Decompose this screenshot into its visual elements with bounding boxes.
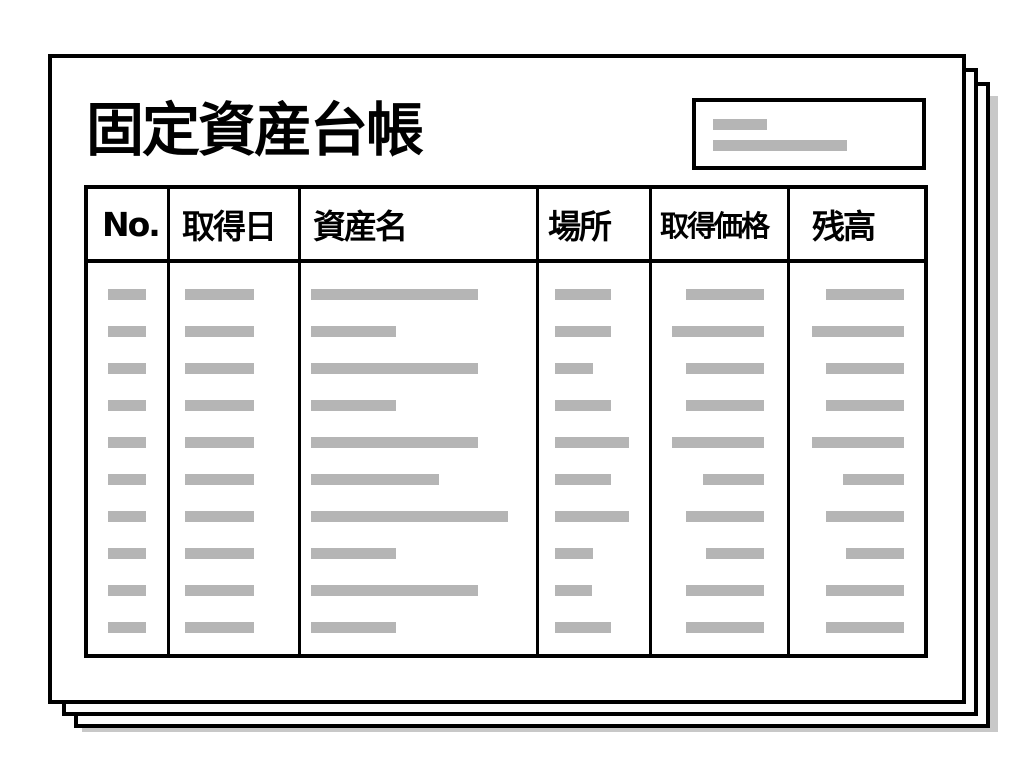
- column-divider: [167, 189, 170, 654]
- cell-placeholder-no: [108, 363, 146, 374]
- cell-placeholder-no: [108, 437, 146, 448]
- header-balance: 残高: [812, 207, 876, 246]
- cell-placeholder-name: [311, 548, 396, 559]
- cell-placeholder-balance: [826, 289, 904, 300]
- cell-placeholder-price: [706, 548, 764, 559]
- info-line-placeholder: [713, 119, 767, 130]
- header-location: 場所: [548, 207, 612, 246]
- cell-placeholder-price: [686, 363, 764, 374]
- cell-placeholder-price: [703, 474, 764, 485]
- cell-placeholder-balance: [826, 511, 904, 522]
- cell-placeholder-balance: [812, 326, 904, 337]
- cell-placeholder-date: [185, 548, 254, 559]
- cell-placeholder-name: [311, 585, 478, 596]
- cell-placeholder-place: [555, 437, 629, 448]
- cell-placeholder-price: [686, 289, 764, 300]
- cell-placeholder-place: [555, 585, 592, 596]
- cell-placeholder-no: [108, 474, 146, 485]
- cell-placeholder-place: [555, 400, 611, 411]
- cell-placeholder-date: [185, 363, 254, 374]
- cell-placeholder-balance: [826, 363, 904, 374]
- cell-placeholder-no: [108, 622, 146, 633]
- cell-placeholder-date: [185, 400, 254, 411]
- cell-placeholder-no: [108, 511, 146, 522]
- table-header-row: No. 取得日 資産名 場所 取得価格 残高: [88, 189, 924, 263]
- info-line-placeholder: [713, 140, 847, 151]
- cell-placeholder-balance: [843, 474, 904, 485]
- column-divider: [298, 189, 301, 654]
- asset-ledger-table: No. 取得日 資産名 場所 取得価格 残高: [84, 185, 928, 658]
- cell-placeholder-place: [555, 511, 629, 522]
- cell-placeholder-price: [672, 437, 764, 448]
- cell-placeholder-price: [686, 400, 764, 411]
- cell-placeholder-date: [185, 437, 254, 448]
- document-title: 固定資産台帳: [86, 96, 424, 164]
- cell-placeholder-name: [311, 289, 478, 300]
- cell-placeholder-date: [185, 289, 254, 300]
- cell-placeholder-place: [555, 363, 593, 374]
- cell-placeholder-balance: [812, 437, 904, 448]
- cell-placeholder-date: [185, 326, 254, 337]
- cell-placeholder-balance: [846, 548, 904, 559]
- cell-placeholder-name: [311, 400, 396, 411]
- cell-placeholder-price: [672, 326, 764, 337]
- cell-placeholder-balance: [826, 585, 904, 596]
- cell-placeholder-price: [686, 622, 764, 633]
- header-acquired-date: 取得日: [182, 207, 277, 246]
- column-divider: [649, 189, 652, 654]
- cell-placeholder-name: [311, 326, 396, 337]
- cell-placeholder-no: [108, 585, 146, 596]
- cell-placeholder-date: [185, 474, 254, 485]
- cell-placeholder-name: [311, 363, 478, 374]
- cell-placeholder-balance: [826, 622, 904, 633]
- cell-placeholder-place: [555, 548, 593, 559]
- cell-placeholder-date: [185, 585, 254, 596]
- cell-placeholder-date: [185, 622, 254, 633]
- cell-placeholder-place: [555, 289, 611, 300]
- header-no: No.: [102, 204, 161, 244]
- cell-placeholder-place: [555, 622, 611, 633]
- cell-placeholder-date: [185, 511, 254, 522]
- column-divider: [536, 189, 539, 654]
- cell-placeholder-no: [108, 326, 146, 337]
- cell-placeholder-price: [686, 511, 764, 522]
- cell-placeholder-name: [311, 474, 439, 485]
- cell-placeholder-no: [108, 400, 146, 411]
- cell-placeholder-name: [311, 622, 396, 633]
- cell-placeholder-no: [108, 289, 146, 300]
- header-acquisition-price: 取得価格: [660, 209, 770, 243]
- cell-placeholder-no: [108, 548, 146, 559]
- cell-placeholder-name: [311, 437, 478, 448]
- cell-placeholder-place: [555, 326, 611, 337]
- cell-placeholder-name: [311, 511, 508, 522]
- cell-placeholder-price: [686, 585, 764, 596]
- info-box: [692, 98, 926, 170]
- column-divider: [787, 189, 790, 654]
- cell-placeholder-place: [555, 474, 611, 485]
- header-asset-name: 資産名: [313, 207, 408, 246]
- cell-placeholder-balance: [826, 400, 904, 411]
